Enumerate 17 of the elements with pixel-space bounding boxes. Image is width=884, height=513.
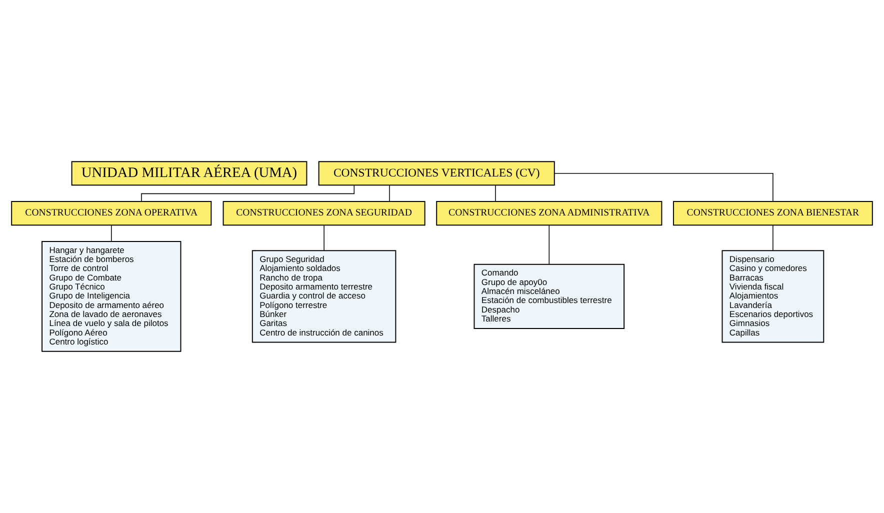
connector — [141, 184, 355, 202]
connector — [389, 184, 390, 202]
connector — [548, 224, 550, 265]
connector — [495, 184, 496, 202]
node-box: CONSTRUCCIONES ZONA ADMINISTRATIVA — [436, 201, 662, 226]
node-box: CONSTRUCCIONES ZONA SEGURIDAD — [222, 201, 426, 226]
connector — [772, 224, 774, 251]
node-box: CONSTRUCCIONES VERTICALES (CV) — [318, 161, 555, 186]
node-box: Dispensario Casino y comedores Barracas Vivienda fiscal Alojamientos Lavandería Escenarios deportivos Gimnasios Capillas — [722, 250, 824, 343]
node-box: Hangar y hangarete Estación de bomberos Torre de control Grupo de Combate Grupo Técnico Grupo de Inteligencia Deposito de armamento aéreo Zona de lavado de aeronaves Línea de vuelo y sala de pilotos Polígono Aéreo Centro logístico — [42, 240, 182, 352]
node-box: Grupo Seguridad Alojamiento soldados Rancho de tropa Deposito armamento terrestre Guardia y control de acceso Polígono terrestre Búnker Garitas Centro de instrucción de caninos — [252, 250, 396, 343]
node-box: CONSTRUCCIONES ZONA OPERATIVA — [11, 201, 212, 226]
node-box: Comando Grupo de apoy0o Almacén misceláneo Estación de combustibles terrestre Despacho Talleres — [474, 264, 625, 329]
node-box: CONSTRUCCIONES ZONA BIENESTAR — [673, 201, 873, 226]
connector — [554, 173, 774, 202]
node-box: UNIDAD MILITAR AÉREA (UMA) — [71, 161, 308, 186]
connector — [111, 224, 112, 242]
